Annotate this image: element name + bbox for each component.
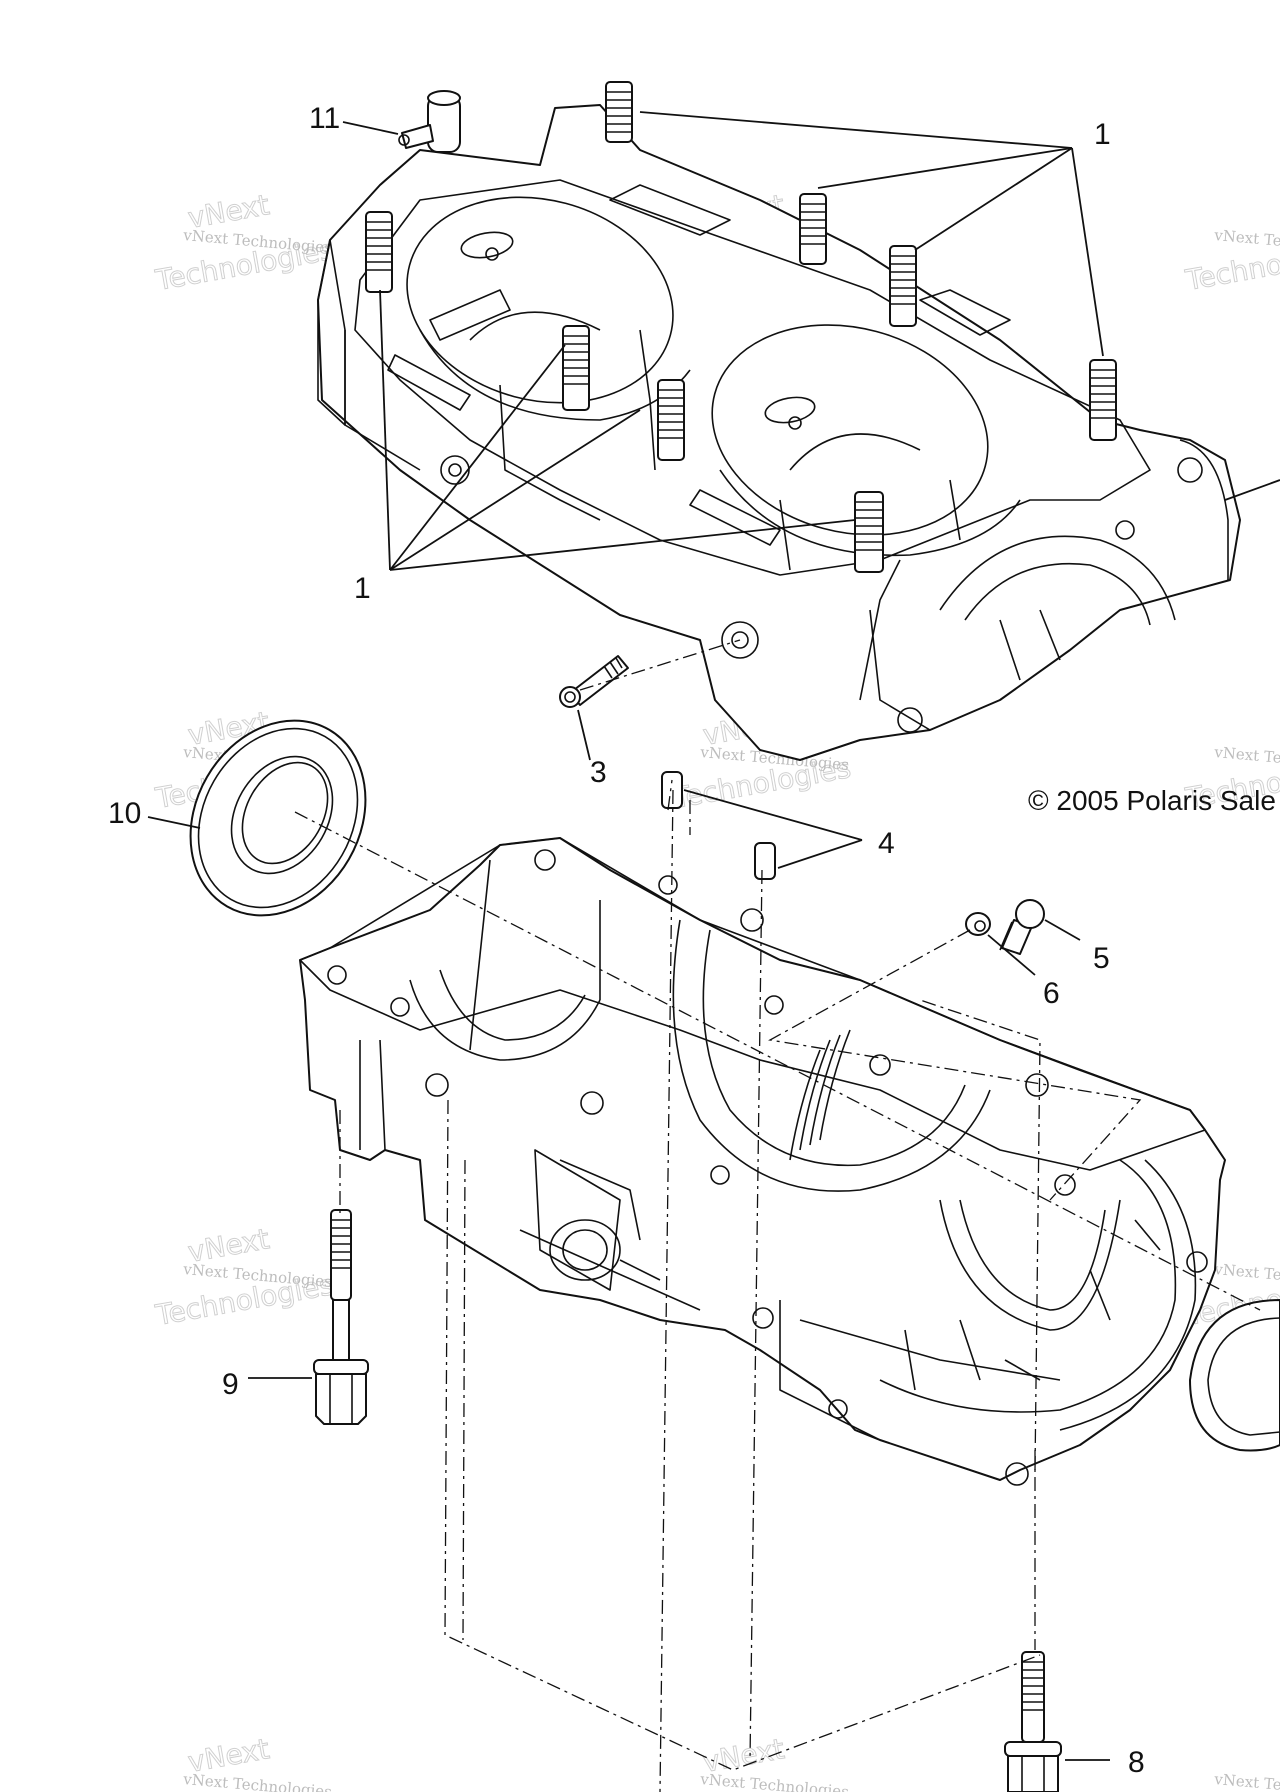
- watermark-small-text: vNext Technologies: [182, 1770, 333, 1792]
- oil-seal-10: [147, 719, 367, 917]
- watermark-bottom: vNext vNext Technologies vNext vNext Tec…: [182, 1732, 1280, 1792]
- copyright-notice: © 2005 Polaris Sale: [1028, 785, 1276, 816]
- assembly-centerlines: [294, 639, 1261, 1792]
- stud-2: [365, 211, 393, 293]
- stud-7: [657, 379, 685, 461]
- watermark-edge-text: vNext Te: [1213, 226, 1280, 250]
- callout-label-3: 3: [590, 756, 607, 789]
- washer-6: [965, 912, 1036, 976]
- leaders-upper: [342, 111, 1104, 761]
- screw-3: [559, 655, 629, 708]
- callout-label-4: 4: [878, 827, 895, 860]
- bolt-8: [1004, 1651, 1110, 1792]
- callout-labels: 11 1 1 3 10 4 5 6 9 8: [108, 102, 1145, 1779]
- callout-label-1-left: 1: [354, 572, 371, 605]
- stud-3: [799, 193, 827, 265]
- fitting-11: [398, 90, 461, 153]
- watermark-edge-text: vNext Te: [1213, 1770, 1280, 1792]
- watermark-top-left: vNext vNext Technologies Technologies: [152, 188, 337, 298]
- upper-crankcase: [317, 104, 1280, 761]
- callout-label-10: 10: [108, 797, 141, 830]
- callout-label-8: 8: [1128, 1746, 1145, 1779]
- watermark-edge-text: vNext Te: [1213, 743, 1280, 767]
- cylinder-studs: [365, 81, 1117, 573]
- stud-8: [854, 491, 884, 573]
- stud-1: [605, 81, 633, 143]
- callout-label-1-top: 1: [1094, 118, 1111, 151]
- offscreen-leader: [1224, 479, 1280, 501]
- bolt-9: [248, 1209, 369, 1425]
- stud-6: [562, 325, 590, 411]
- callout-label-5: 5: [1093, 942, 1110, 975]
- watermark-edge-text: vNext Te: [1213, 1260, 1280, 1284]
- screw-5: [999, 899, 1081, 955]
- lower-crankcase: [299, 837, 1280, 1486]
- watermark-low-left: vNext vNext Technologies Technologies: [152, 1222, 337, 1333]
- stud-5: [1089, 359, 1117, 441]
- callout-label-6: 6: [1043, 977, 1060, 1010]
- callout-label-9: 9: [222, 1368, 239, 1401]
- watermark-small-text: vNext Technologies: [699, 1770, 850, 1792]
- callout-label-11: 11: [309, 102, 340, 135]
- dowel-pins-4: [661, 771, 863, 880]
- watermark-top-right: vNext Te Technologies: [1182, 226, 1280, 298]
- stud-4: [889, 245, 917, 327]
